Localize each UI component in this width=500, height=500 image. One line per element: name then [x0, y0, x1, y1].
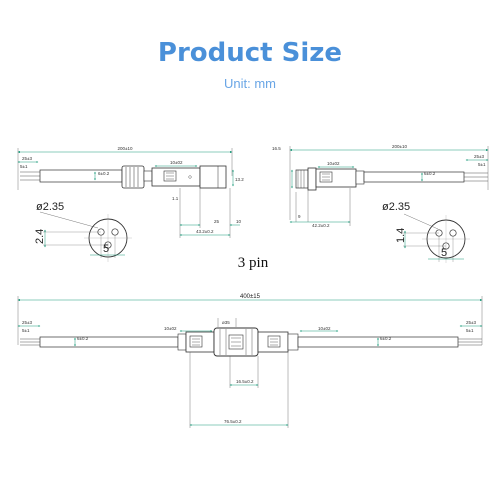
left-face-pitch-v: 2.4 [34, 229, 46, 244]
assembly-mated-gap: 16.5±0.2 [236, 379, 254, 384]
left-strip-length: 25±3 [22, 156, 32, 161]
left-cable-diameter: 6±0.2 [98, 171, 110, 176]
left-overall-length: 200±10 [118, 146, 133, 151]
right-connector-drawing: 200±10 25±3 5±1 [272, 144, 489, 228]
assembly-cable-right: 6±0.2 [380, 336, 392, 341]
right-face-view: ø2.35 1.4 5 [382, 201, 470, 263]
assembly-mated-total: 76.5±0.2 [224, 419, 242, 424]
right-strip-small: 5±1 [478, 162, 486, 167]
right-face-diameter: ø2.35 [382, 201, 410, 213]
assembly-body-left: 10±02 [164, 326, 177, 331]
left-strip-small: 5±1 [20, 164, 28, 169]
pin-count-label: 3 pin [238, 255, 269, 271]
right-cable [363, 171, 465, 183]
right-face-pitch-h: 5 [441, 247, 447, 259]
assembly-nut-diameter: ø35 [222, 320, 230, 325]
right-thread-height: 16.5 [272, 146, 281, 151]
unit-label: Unit: mm [224, 76, 276, 91]
assembly-drawing: 400±15 25±3 5±1 25±3 5±1 6±0.2 [17, 294, 483, 428]
left-dim-25: 25 [214, 219, 220, 224]
right-body-length: 10±02 [327, 161, 340, 166]
right-thread-length: 9 [298, 214, 301, 219]
right-face-pitch-v: 1.4 [395, 228, 407, 243]
left-nut [121, 165, 145, 189]
right-cable-diameter: 6±0.2 [424, 171, 436, 176]
assembly-left-cable [39, 336, 179, 348]
left-face-view: ø2.35 2.4 5 [34, 201, 132, 262]
page-title: Product Size [157, 38, 343, 68]
left-thread-length: 1.1 [172, 196, 179, 201]
assembly-strip-left: 25±3 [22, 320, 32, 325]
left-dim-10: 10 [236, 219, 242, 224]
left-body-height: 13.2 [235, 177, 244, 182]
assembly-body-right: 10±02 [318, 326, 331, 331]
assembly-strip-right: 25±3 [466, 320, 476, 325]
assembly-strip-small-right: 5±1 [466, 328, 474, 333]
right-total-length: 42.2±0.2 [312, 223, 330, 228]
assembly-strip-small-left: 5±1 [22, 328, 30, 333]
left-body-length: 10±02 [170, 160, 183, 165]
right-overall-length: 200±10 [392, 144, 407, 149]
left-face-pitch-h: 5 [103, 243, 109, 255]
left-face-diameter: ø2.35 [36, 201, 64, 213]
left-cable [39, 169, 123, 183]
assembly-cable-left: 6±0.2 [77, 336, 89, 341]
left-connector-drawing: 200±10 25±3 5±1 6±0.2 [17, 146, 244, 238]
assembly-overall-length: 400±15 [240, 294, 261, 300]
right-strip-length: 25±3 [474, 154, 484, 159]
left-total-length: 43.2±0.2 [196, 229, 214, 234]
